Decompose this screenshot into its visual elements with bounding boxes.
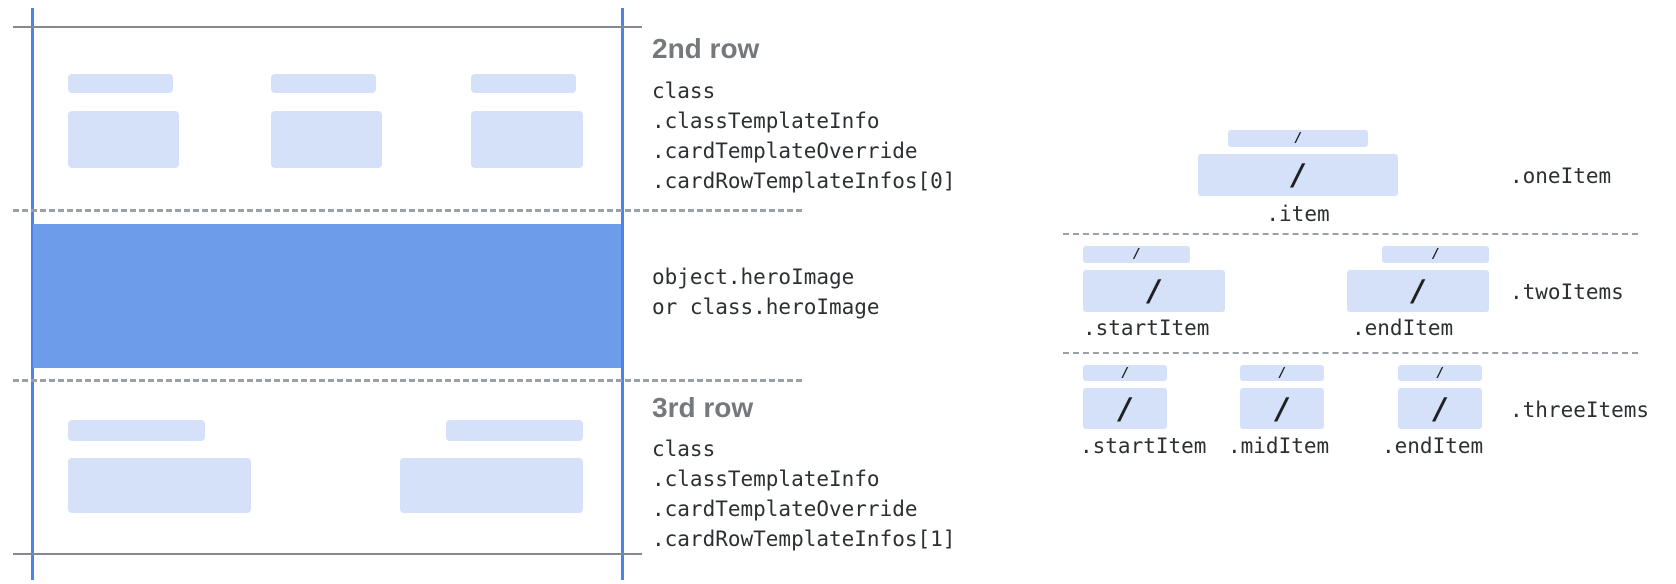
- slash-placeholder: /: [1122, 365, 1128, 381]
- second-row-field-label-placeholder: [471, 74, 576, 93]
- start-item-label: .startItem: [1080, 434, 1207, 458]
- one-item-label-placeholder: /: [1228, 130, 1368, 147]
- card-top-frame-line: [13, 26, 642, 28]
- code-line: class: [652, 79, 716, 103]
- slash-placeholder: /: [1134, 247, 1139, 262]
- second-row-field-value-placeholder: [68, 111, 179, 168]
- card-right-edge-line: [621, 8, 624, 580]
- slash-placeholder: /: [1148, 274, 1160, 308]
- start-item-label-placeholder: /: [1083, 246, 1190, 263]
- slash-placeholder: /: [1434, 391, 1446, 426]
- end-item-label-placeholder: /: [1398, 365, 1482, 381]
- slash-placeholder: /: [1437, 365, 1443, 381]
- code-line: .cardTemplateOverride: [652, 139, 918, 163]
- row-divider-dashed-bottom: [13, 379, 802, 382]
- end-item-label-placeholder: /: [1382, 246, 1489, 263]
- slash-placeholder: /: [1412, 274, 1424, 308]
- hero-image-code-block: object.heroImage or class.heroImage: [652, 262, 880, 322]
- slash-placeholder: /: [1292, 158, 1304, 192]
- second-row-field-label-placeholder: [271, 74, 376, 93]
- start-item-label-placeholder: /: [1083, 365, 1167, 381]
- second-row-code-block: class .classTemplateInfo .cardTemplateOv…: [652, 76, 955, 196]
- item-rows-divider-dashed: [1063, 352, 1638, 354]
- row-divider-dashed-top: [13, 209, 802, 212]
- slash-placeholder: /: [1276, 391, 1288, 426]
- slash-placeholder: /: [1279, 365, 1285, 381]
- code-line: .cardRowTemplateInfos[1]: [652, 527, 956, 551]
- one-item-value-placeholder: /: [1198, 154, 1398, 196]
- second-row-field-value-placeholder: [271, 111, 382, 168]
- second-row-field-label-placeholder: [68, 74, 173, 93]
- one-item-row-label: .oneItem: [1510, 164, 1612, 188]
- end-item-value-placeholder: /: [1347, 270, 1489, 312]
- slash-placeholder: /: [1295, 131, 1301, 146]
- code-line: or class.heroImage: [652, 295, 880, 319]
- code-line: class: [652, 437, 716, 461]
- end-item-label: .endItem: [1382, 434, 1484, 458]
- mid-item-label: .midItem: [1228, 434, 1330, 458]
- card-bottom-frame-line: [13, 553, 642, 555]
- code-line: .classTemplateInfo: [652, 467, 880, 491]
- start-item-value-placeholder: /: [1083, 388, 1167, 429]
- card-left-edge-line: [31, 8, 34, 580]
- third-row-code-block: class .classTemplateInfo .cardTemplateOv…: [652, 434, 955, 554]
- code-line: .cardRowTemplateInfos[0]: [652, 169, 956, 193]
- second-row-field-value-placeholder: [471, 111, 583, 168]
- third-row-field-label-placeholder: [68, 420, 205, 441]
- item-label: .item: [1266, 202, 1330, 226]
- two-items-row-label: .twoItems: [1510, 280, 1624, 304]
- code-line: .cardTemplateOverride: [652, 497, 918, 521]
- start-item-label: .startItem: [1083, 316, 1210, 340]
- three-items-row-label: .threeItems: [1510, 398, 1650, 422]
- third-row-heading: 3rd row: [652, 392, 754, 423]
- slash-placeholder: /: [1433, 247, 1438, 262]
- third-row-field-label-placeholder: [446, 420, 583, 441]
- mid-item-value-placeholder: /: [1240, 388, 1324, 429]
- code-line: object.heroImage: [652, 265, 855, 289]
- end-item-label: .endItem: [1352, 316, 1454, 340]
- third-row-field-value-placeholder: [400, 458, 583, 513]
- code-line: .classTemplateInfo: [652, 109, 880, 133]
- item-rows-divider-dashed: [1063, 233, 1638, 235]
- hero-image-band: [33, 224, 621, 368]
- start-item-value-placeholder: /: [1083, 270, 1225, 312]
- mid-item-label-placeholder: /: [1240, 365, 1324, 381]
- end-item-value-placeholder: /: [1398, 388, 1482, 429]
- third-row-field-value-placeholder: [68, 458, 251, 513]
- slash-placeholder: /: [1119, 391, 1131, 426]
- second-row-heading: 2nd row: [652, 33, 760, 64]
